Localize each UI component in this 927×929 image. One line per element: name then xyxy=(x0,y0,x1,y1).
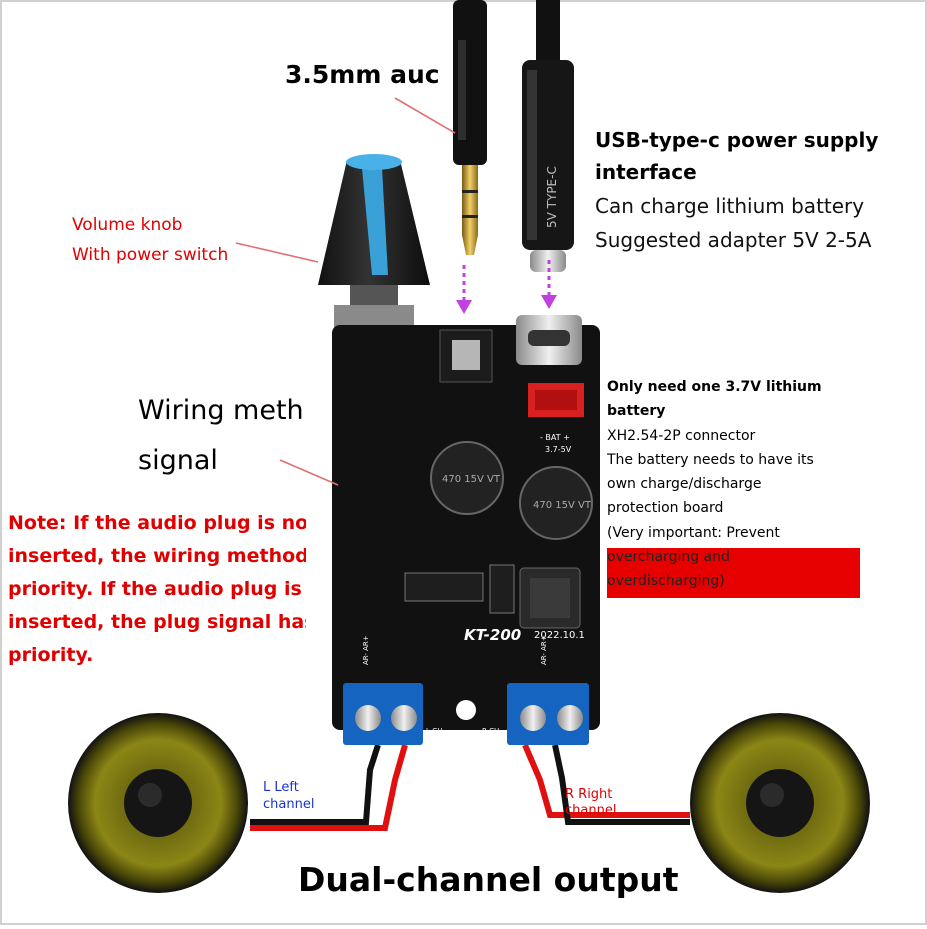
battery-line: overcharging and xyxy=(607,549,730,566)
board-ar-left: AR- AR+ xyxy=(362,635,370,665)
right-speaker xyxy=(690,713,870,893)
battery-line: XH2.54-2P connector xyxy=(607,427,756,444)
usb-title-line1: USB-type-c power supply xyxy=(595,128,879,152)
note-line: inserted, the wiring method h xyxy=(8,545,306,567)
left-speaker-wires xyxy=(250,744,408,831)
battery-line: battery xyxy=(607,403,666,420)
right-channel-label-2: channel xyxy=(565,803,617,818)
usb-adapter-text: Suggested adapter 5V 2-5A xyxy=(595,228,872,252)
right-channel-label: R Right xyxy=(565,787,613,802)
board-lch: L-CH xyxy=(426,727,442,735)
board-ar-right: AR- AR+ xyxy=(540,635,548,665)
note-line: inserted, the plug signal has xyxy=(8,611,306,633)
battery-line: Only need one 3.7V lithium xyxy=(607,379,822,395)
board-model: KT-200 xyxy=(464,626,521,644)
cap-left-label: 470 15V VT xyxy=(442,474,501,485)
battery-line: (Very important: Prevent xyxy=(607,524,780,541)
board-bat-label: - BAT + xyxy=(540,433,570,442)
audio-input-title: 3.5mm auc xyxy=(285,60,440,89)
board-date: 2022.10.1 xyxy=(534,630,585,641)
battery-info: Only need one 3.7V lithium battery XH2.5… xyxy=(607,375,857,594)
plug-arrow xyxy=(456,265,472,314)
battery-line: protection board xyxy=(607,500,724,517)
output-title: Dual-channel output xyxy=(298,860,679,899)
audio-plug-image xyxy=(453,0,487,255)
volume-knob-label: Volume knob xyxy=(72,215,183,235)
battery-line: The battery needs to have its xyxy=(607,451,814,468)
battery-line: overdischarging) xyxy=(607,573,725,590)
power-switch-label: With power switch xyxy=(72,245,229,265)
battery-line: own charge/discharge xyxy=(607,476,762,493)
wiring-title-line1: Wiring meth xyxy=(138,395,302,426)
note-line: priority. If the audio plug is xyxy=(8,578,302,600)
note-line: Note: If the audio plug is not xyxy=(8,512,306,534)
left-channel-label: L Left xyxy=(263,780,299,795)
wiring-title-line2: signal xyxy=(138,445,218,476)
left-channel-label-2: channel xyxy=(263,797,315,812)
usb-c-cable-image: 5V TYPE-C xyxy=(522,0,574,272)
left-speaker xyxy=(68,713,248,893)
board-bat-range: 3.7-5V xyxy=(545,445,572,454)
board-rch: R-CH xyxy=(482,727,499,735)
right-speaker-wires xyxy=(522,743,690,825)
usb-title-line2: interface xyxy=(595,160,697,184)
priority-note: Note: If the audio plug is not inserted,… xyxy=(8,507,306,672)
usb-charge-text: Can charge lithium battery xyxy=(595,194,865,218)
note-line: priority. xyxy=(8,644,94,666)
amplifier-board: KT-200 2022.10.1 - BAT + 3.7-5V 470 15V … xyxy=(332,315,600,745)
usb-arrow xyxy=(541,260,557,309)
warning-highlight xyxy=(607,548,860,598)
pointer-arrows xyxy=(235,97,456,486)
usb-cable-print: 5V TYPE-C xyxy=(545,166,559,228)
cap-right-label: 470 15V VT xyxy=(533,500,592,511)
